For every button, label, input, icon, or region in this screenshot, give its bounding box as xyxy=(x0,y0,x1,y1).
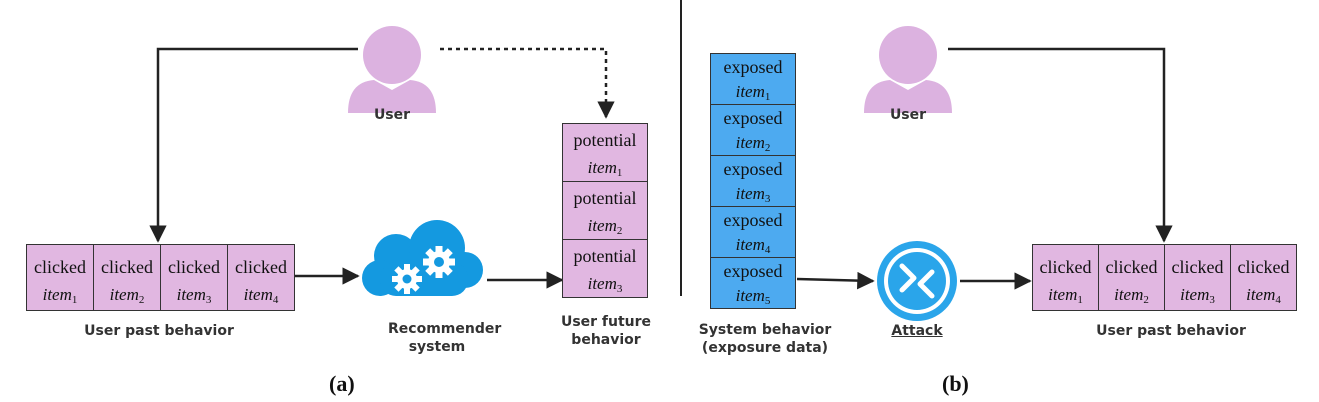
remote-desktop-icon xyxy=(877,241,957,321)
item-action-word: clicked xyxy=(1237,257,1290,277)
item-action-word: clicked xyxy=(235,257,287,277)
past-item-cell: clicked item1 xyxy=(1032,244,1099,311)
exposed-item-cell: exposed item3 xyxy=(710,155,796,207)
attack-label: Attack xyxy=(891,323,943,339)
exposed-item-cell: exposed item1 xyxy=(710,53,796,105)
user-icon xyxy=(864,26,952,113)
future-behavior-label: User future behavior xyxy=(560,314,652,349)
item-name: item2 xyxy=(587,216,623,237)
user-label: User xyxy=(373,107,411,123)
item-name: item4 xyxy=(735,235,771,256)
item-name: item3 xyxy=(1180,285,1215,306)
user-icon xyxy=(348,26,436,113)
item-name: item2 xyxy=(735,133,771,154)
user-to-past-arrow xyxy=(948,47,1173,243)
exposed-item-cell: exposed item4 xyxy=(710,206,796,258)
item-action-word: clicked xyxy=(101,257,153,277)
past-item-cell: clicked item3 xyxy=(160,244,228,311)
item-action-word: clicked xyxy=(1171,257,1224,277)
item-action-word: potential xyxy=(573,246,637,266)
item-name: item1 xyxy=(42,285,78,306)
item-name: item2 xyxy=(109,285,145,306)
exposed-to-attack-arrow xyxy=(796,271,875,290)
item-name: item4 xyxy=(1246,285,1281,306)
system-behavior-label: System behavior (exposure data) xyxy=(698,322,832,357)
item-action-word: clicked xyxy=(168,257,220,277)
item-action-word: exposed xyxy=(723,57,783,77)
item-action-word: potential xyxy=(573,188,637,208)
item-action-word: exposed xyxy=(723,261,783,281)
item-action-word: potential xyxy=(573,130,637,150)
user-to-past-arrow xyxy=(149,47,358,243)
past-item-cell: clicked item3 xyxy=(1164,244,1231,311)
past-behavior-label: User past behavior xyxy=(1096,323,1246,339)
past-item-cell: clicked item2 xyxy=(1098,244,1165,311)
future-item-cell: potential item2 xyxy=(562,181,648,240)
item-name: item4 xyxy=(243,285,279,306)
item-name: item5 xyxy=(735,286,771,307)
user-label: User xyxy=(889,107,927,123)
exposed-item-cell: exposed item2 xyxy=(710,104,796,156)
future-item-cell: potential item1 xyxy=(562,123,648,182)
past-item-cell: clicked item4 xyxy=(1230,244,1297,311)
item-action-word: clicked xyxy=(1039,257,1092,277)
caption-a: (a) xyxy=(329,371,355,396)
item-name: item1 xyxy=(735,82,771,103)
item-name: item1 xyxy=(1048,285,1083,306)
past-item-cell: clicked item2 xyxy=(93,244,161,311)
item-action-word: clicked xyxy=(1105,257,1158,277)
exposed-item-cell: exposed item5 xyxy=(710,257,796,309)
item-name: item3 xyxy=(176,285,212,306)
item-action-word: exposed xyxy=(723,108,783,128)
past-item-cell: clicked item4 xyxy=(227,244,295,311)
item-action-word: clicked xyxy=(34,257,86,277)
cloud-gears-icon xyxy=(362,220,483,296)
item-action-word: exposed xyxy=(723,210,783,230)
future-item-cell: potential item3 xyxy=(562,239,648,298)
caption-b: (b) xyxy=(942,371,969,396)
item-action-word: exposed xyxy=(723,159,783,179)
past-item-cell: clicked item1 xyxy=(26,244,94,311)
item-name: item2 xyxy=(1114,285,1149,306)
item-name: item3 xyxy=(587,274,623,295)
item-name: item1 xyxy=(587,158,623,179)
recommender-label: Recommender system xyxy=(388,321,502,356)
user-to-future-dotted-arrow xyxy=(440,47,615,119)
item-name: item3 xyxy=(735,184,771,205)
past-behavior-label: User past behavior xyxy=(84,323,234,339)
